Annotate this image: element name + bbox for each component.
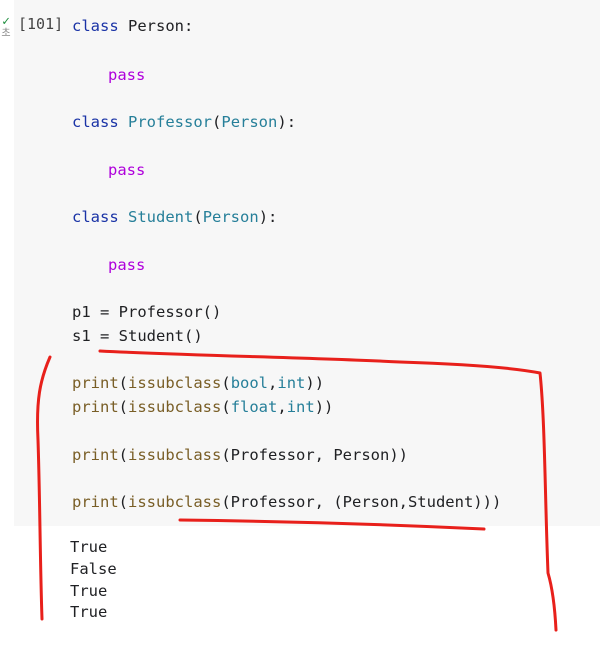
arg: int	[286, 398, 315, 416]
code-line: class Person:	[72, 16, 193, 36]
code-line: s1 = Student()	[72, 327, 203, 345]
args: (Professor, (Person,Student)))	[221, 493, 502, 511]
punct: (	[221, 374, 231, 392]
arg: int	[277, 374, 306, 392]
code-line: print(issubclass(Professor, Person))	[72, 445, 408, 465]
run-time-label: 초	[1, 28, 11, 39]
arg: bool	[230, 374, 269, 392]
punct: (	[221, 398, 231, 416]
code-line: class Student(Person):	[72, 207, 277, 227]
check-icon: ✓	[2, 14, 10, 29]
punct: ):	[277, 113, 297, 131]
arg: float	[230, 398, 278, 416]
punct: ))	[305, 374, 325, 392]
code-line: pass	[108, 256, 146, 274]
base-class: Person	[202, 208, 259, 226]
punct: ))	[314, 398, 334, 416]
builtin: print	[72, 493, 119, 511]
punct: (	[118, 493, 129, 511]
output-line: True	[70, 538, 108, 556]
code-line: print(issubclass(bool,int))	[72, 373, 324, 393]
builtin: issubclass	[128, 493, 222, 511]
code-line: pass	[108, 66, 146, 84]
code-line: pass	[108, 161, 146, 179]
class-name: Person:	[128, 17, 194, 35]
code-line: print(issubclass(Professor, (Person,Stud…	[72, 492, 501, 512]
punct: (	[118, 398, 129, 416]
output-line: False	[70, 560, 117, 578]
keyword: class	[72, 208, 119, 226]
args: (Professor, Person))	[221, 446, 408, 464]
punct: (	[193, 208, 203, 226]
execution-count: [101]	[18, 15, 64, 33]
builtin: print	[72, 374, 119, 392]
code-line: p1 = Professor()	[72, 303, 222, 321]
output-line: True	[70, 603, 108, 621]
punct: ,	[268, 374, 278, 392]
keyword: class	[72, 113, 119, 131]
punct: (	[212, 113, 222, 131]
punct: ,	[277, 398, 287, 416]
output-line: True	[70, 582, 108, 600]
punct: ):	[258, 208, 278, 226]
keyword: class	[72, 17, 119, 35]
base-class: Person	[221, 113, 278, 131]
builtin: issubclass	[128, 446, 222, 464]
builtin: print	[72, 446, 119, 464]
builtin: issubclass	[128, 374, 222, 392]
builtin: issubclass	[128, 398, 222, 416]
class-name: Professor	[128, 113, 213, 131]
builtin: print	[72, 398, 119, 416]
class-name: Student	[128, 208, 194, 226]
punct: (	[118, 446, 129, 464]
cell-status: ✓ 초	[0, 14, 12, 40]
code-line: class Professor(Person):	[72, 112, 296, 132]
punct: (	[118, 374, 129, 392]
code-line: print(issubclass(float,int))	[72, 397, 333, 417]
